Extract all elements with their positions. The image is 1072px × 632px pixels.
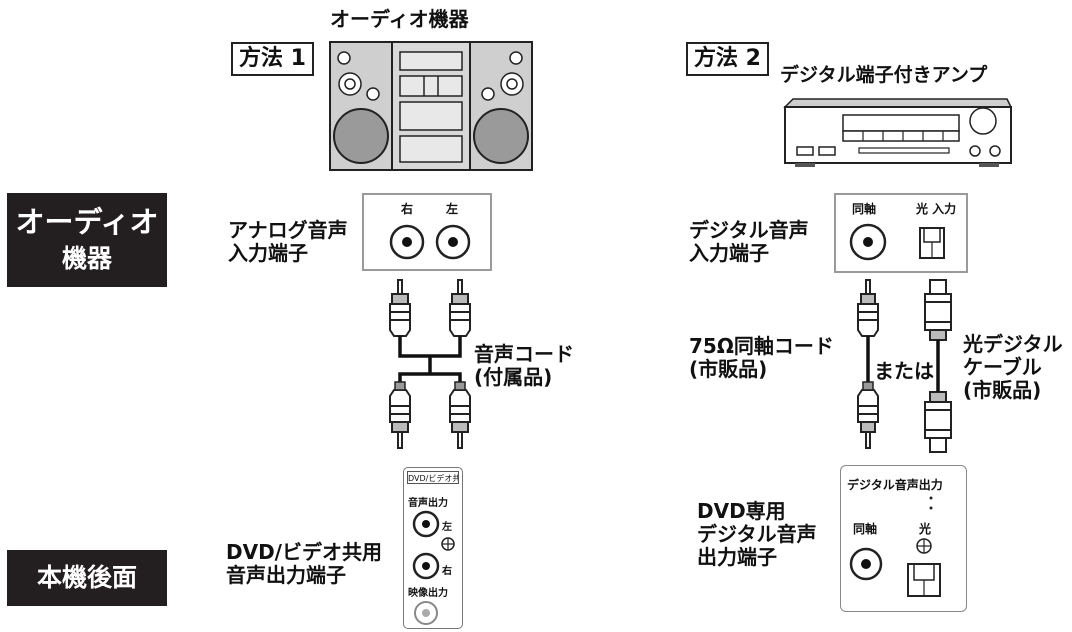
panel-audio-jack-left-icon (412, 510, 440, 538)
digital-output-panel-title: デジタル音声出力 (847, 478, 943, 492)
coax-output-jack-icon (849, 547, 883, 581)
coax-cable-illustration (857, 279, 879, 449)
panel-optical-label: 光 (919, 522, 932, 536)
rear-panel-category-box: 本機後面 (7, 550, 167, 606)
coax-cord-label: 75Ω同軸コード (市販品) (689, 334, 834, 381)
rca-jack-right-icon (389, 224, 425, 260)
dvd-vcr-output-label: DVD/ビデオ共用 音声出力端子 (226, 540, 382, 587)
coax-input-label: 同軸 (852, 202, 877, 216)
panel-left-label: 左 (442, 522, 452, 533)
optical-cable-label: 光デジタル ケーブル (市販品) (963, 332, 1063, 402)
or-label: または (874, 359, 934, 383)
digital-input-panel (834, 193, 968, 273)
panel-video-out-label: 映像出力 (408, 588, 448, 599)
audio-device-category-line2: 機器 (61, 244, 112, 273)
audio-device-category-box: オーディオ 機器 (7, 193, 167, 287)
method2-badge: 方法 2 (686, 42, 769, 76)
optical-input-label: 光 入力 (916, 202, 957, 216)
panel-optical-ground-icon (916, 538, 932, 554)
panel-video-jack-icon (414, 601, 438, 625)
dvd-digital-output-panel (840, 465, 967, 612)
panel-dots-icon (929, 496, 933, 510)
dvd-vcr-panel-title: DVD/ビデオ共用 (407, 471, 459, 484)
optical-output-port-icon (907, 563, 941, 597)
digital-amp-title: デジタル端子付きアンプ (780, 64, 988, 86)
audio-device-category-line1: オーディオ (15, 205, 159, 239)
analog-input-label: アナログ音声 入力端子 (228, 218, 348, 265)
panel-coax-label: 同軸 (853, 522, 878, 536)
analog-input-panel (362, 193, 492, 271)
dvd-digital-output-label: DVD専用 デジタル音声 出力端子 (697, 499, 817, 569)
panel-audio-jack-right-icon (412, 552, 440, 580)
digital-amplifier-illustration (783, 98, 1013, 167)
stereo-system-illustration (329, 41, 533, 171)
panel-ground-icon (441, 537, 455, 551)
rca-audio-cable-illustration (389, 279, 471, 449)
panel-audio-out-label: 音声出力 (408, 498, 448, 509)
audio-cord-label: 音声コード (付属品) (474, 342, 574, 389)
method1-badge: 方法 1 (231, 42, 314, 76)
jack-right-label: 右 (401, 202, 414, 216)
digital-input-label: デジタル音声 入力端子 (689, 218, 809, 265)
panel-right-label: 右 (442, 566, 452, 577)
optical-input-port-icon (919, 227, 945, 259)
optical-cable-illustration (924, 279, 952, 453)
audio-device-title: オーディオ機器 (330, 7, 469, 31)
coax-input-jack-icon (849, 223, 887, 261)
jack-left-label: 左 (446, 202, 459, 216)
rca-jack-left-icon (435, 224, 471, 260)
